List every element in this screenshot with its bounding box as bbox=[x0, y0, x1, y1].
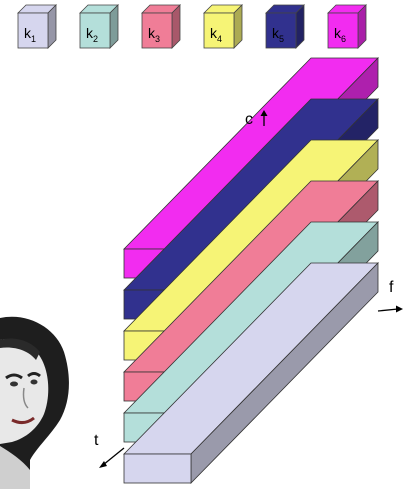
key-cube-k5: k5 bbox=[266, 5, 304, 48]
key-label-subscript: 2 bbox=[93, 34, 98, 44]
portrait-photo-icon bbox=[0, 317, 69, 489]
key-legend: k1 k2 k3 k4 k5 k6 bbox=[18, 5, 366, 48]
key-cube-k2: k2 bbox=[80, 5, 118, 48]
key-label-subscript: 1 bbox=[31, 34, 36, 44]
key-label-subscript: 3 bbox=[155, 34, 160, 44]
axis-t: t bbox=[94, 432, 124, 468]
axis-t-label: t bbox=[94, 432, 99, 449]
key-cube-k4: k4 bbox=[204, 5, 242, 48]
key-label-subscript: 4 bbox=[217, 34, 222, 44]
axis-c-label: c bbox=[245, 111, 253, 128]
axis-f: f bbox=[378, 279, 403, 313]
key-label-subscript: 6 bbox=[341, 34, 346, 44]
axis-f-label: f bbox=[389, 279, 394, 296]
slab-front-face bbox=[124, 454, 191, 483]
key-cube-k3: k3 bbox=[142, 5, 180, 48]
key-cube-k1: k1 bbox=[18, 5, 56, 48]
key-label-subscript: 5 bbox=[279, 34, 284, 44]
key-cube-k6: k6 bbox=[328, 5, 366, 48]
